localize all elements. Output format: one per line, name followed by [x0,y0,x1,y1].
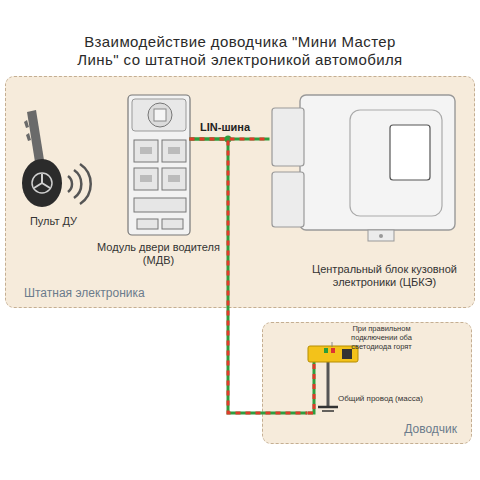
bus-label: LIN-шина [200,121,250,133]
component-label: Модуль двери водителя (МДВ) [94,241,224,267]
component-label: Центральный блок кузовной электроники (Ц… [285,263,480,289]
body-control-unit-icon [272,95,455,241]
region-label: Доводчик [404,422,457,436]
component-label: Пульт ДУ [2,215,106,227]
wire-green [190,139,308,413]
lin-wire [190,139,308,413]
region-label: Штатная электроника [24,286,145,300]
region-band: Доводчик При правильном подключении оба с… [262,322,472,444]
diagram-title: Взаимодействие доводчика "Мини Мастер Ли… [70,33,410,69]
note-label: Общий провод (масса) [338,394,423,403]
component-label: При правильном подключении оба светодиод… [334,324,430,351]
wire-red-dash [190,139,308,413]
key-remote-icon [22,110,91,207]
door-module-icon [128,95,190,235]
